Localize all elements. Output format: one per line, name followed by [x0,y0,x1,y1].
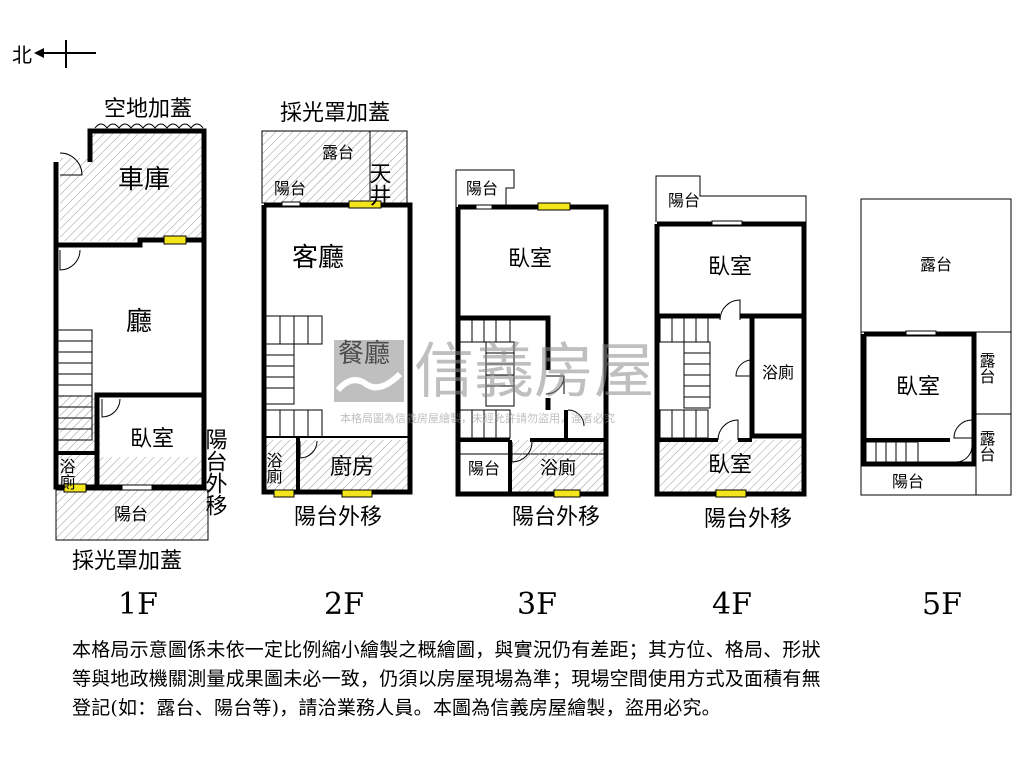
room-bedroom: 臥室 [708,453,752,478]
disclaimer-line: 等與地政機關測量成果圖未必一致，仍須以房屋現場為準；現場空間使用方式及面積有無 [72,668,821,690]
window [537,202,571,211]
floor-2-plan: 採光罩加蓋 露台 天井 陽台 客廳 餐廳 浴廁 廚房 陽台外移 2F [261,101,413,622]
disclaimer-text: 本格局示意圖係未依一定比例縮小繪製之概繪圖，與實況仍有差距；其方位、格局、形狀 … [72,636,1017,723]
window [715,489,747,498]
room-bathroom: 浴廁 [540,457,576,479]
brand-watermark: 信義房屋 本格局圖為信義房屋繪製，未經允許請勿盜用，違者必究 [334,337,654,425]
sliding-door [905,330,937,336]
annotation-skylight-extension: 採光罩加蓋 [280,101,390,126]
window [341,489,373,498]
room-bedroom: 臥室 [508,247,552,272]
window [348,200,382,209]
annotation-balcony-moved-out: 陽台外移 [704,507,792,532]
annotation-balcony-moved-out: 陽台外移 [202,428,228,516]
room-terrace: 露台 [322,143,354,162]
window [553,489,581,498]
room-bedroom: 臥室 [708,255,752,280]
room-kitchen: 廚房 [330,455,374,480]
room-balcony: 陽台 [468,459,500,478]
room-patio: 天井 [366,162,392,206]
room-bedroom: 臥室 [130,427,174,452]
room-bathroom: 浴廁 [762,363,794,382]
annotation-skylight-extension: 採光罩加蓋 [72,549,182,574]
arrow-left-icon [34,48,44,58]
room-terrace-right-upper: 露台 [977,352,996,384]
north-compass: 北 [12,40,96,68]
room-balcony: 陽台 [892,472,924,491]
room-terrace: 露台 [920,255,952,274]
room-bedroom: 臥室 [896,375,940,400]
sliding-door [711,220,743,226]
annotation-empty-lot-extension: 空地加蓋 [104,97,192,122]
room-balcony: 陽台 [668,191,700,210]
room-hall: 廳 [126,307,152,337]
room-balcony: 陽台 [274,179,306,198]
sliding-door [121,484,153,491]
room-living-room: 客廳 [292,243,344,273]
room-balcony: 陽台 [114,505,148,525]
window [63,483,87,493]
floor-5-label: 5F [922,587,962,622]
room-bathroom: 浴廁 [264,452,283,485]
window [163,235,187,245]
floor-1-plan: 空地加蓋 車庫 廳 臥室 浴廁 陽台 採光罩加蓋 陽台外移 1F [53,97,228,622]
room-terrace-right-lower: 露台 [977,430,996,462]
sliding-door [475,204,493,210]
floor-3-plan: 陽台 臥室 陽台 浴廁 陽台外移 3F [455,169,609,622]
floor-5-plan: 露台 臥室 露台 露台 陽台 5F [860,198,1012,622]
disclaimer-line: 登記(如：露台、陽台等)，請洽業務人員。本圖為信義房屋繪製，盜用必究。 [72,697,721,719]
disclaimer-line: 本格局示意圖係未依一定比例縮小繪製之概繪圖，與實況仍有差距；其方位、格局、形狀 [72,639,821,661]
watermark-brand: 信義房屋 [414,337,654,407]
room-balcony: 陽台 [466,179,498,198]
sliding-door [281,201,301,207]
floor-3-label: 3F [517,587,557,622]
room-bathroom: 浴廁 [57,458,76,491]
floor-4-plan: 陽台 臥室 浴廁 臥室 陽台外移 4F [654,175,807,622]
floor-2-label: 2F [324,587,364,622]
annotation-balcony-moved-out: 陽台外移 [294,505,382,530]
window [273,489,295,498]
floor-4-label: 4F [712,587,752,622]
watermark-notice: 本格局圖為信義房屋繪製，未經允許請勿盜用，違者必究 [340,411,615,425]
room-garage: 車庫 [118,165,170,195]
brand-logo-icon [334,340,404,402]
annotation-balcony-moved-out: 陽台外移 [512,505,600,530]
floor-1-label: 1F [118,587,158,622]
compass-north-label: 北 [12,43,32,67]
